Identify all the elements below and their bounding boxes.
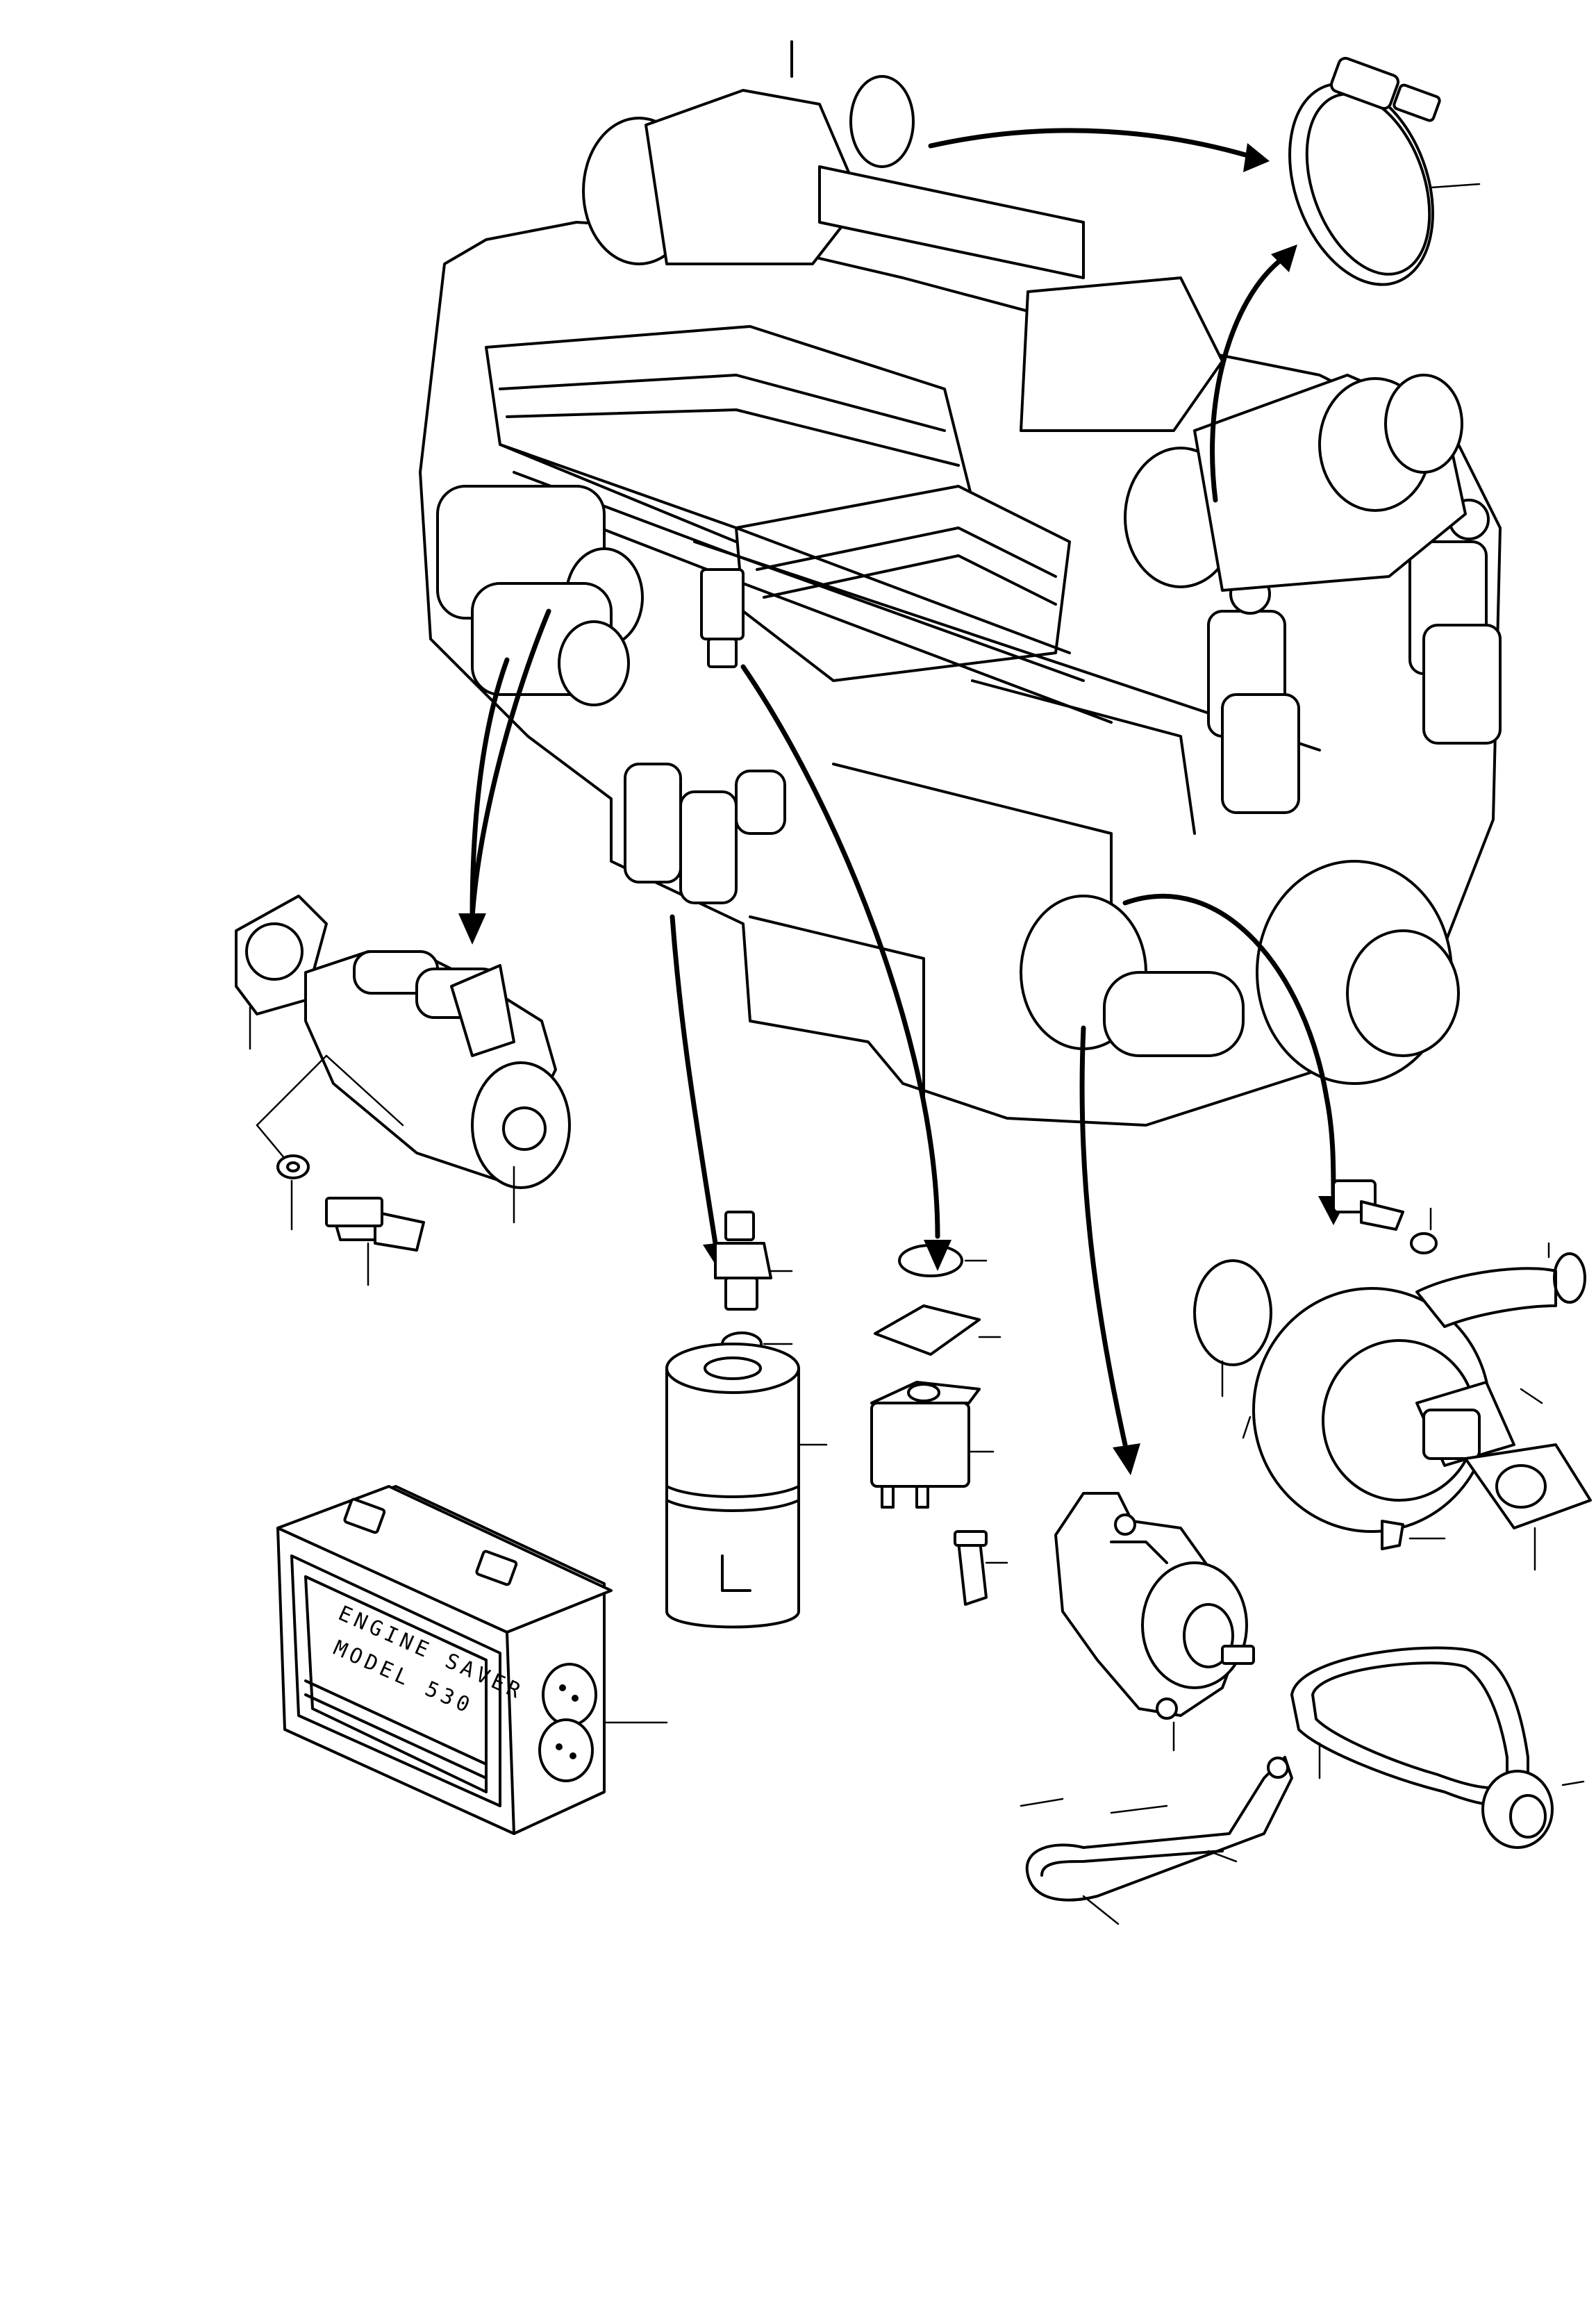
arrow-to-sender — [670, 914, 731, 1271]
engine-filter-stubs — [624, 763, 786, 904]
water-pump — [1193, 1179, 1592, 1571]
v-belt — [1290, 1646, 1529, 1807]
oil-filter — [665, 1343, 828, 1629]
fuel-solenoid — [870, 1244, 1008, 1606]
starter-bolt — [325, 1197, 425, 1286]
arrow-to-alternator — [1079, 1025, 1140, 1475]
engine-front-pulley — [1020, 860, 1460, 1085]
engine-saver-module: ENGINE SAVER MODEL 530 — [276, 1485, 668, 1835]
adjusting-bracket — [1020, 1756, 1293, 1925]
tensioner-pulley — [1481, 1770, 1585, 1849]
oil-pressure-sender — [714, 1211, 793, 1356]
arrow-to-starter — [458, 608, 551, 945]
turbocharger-left — [582, 40, 1085, 279]
starter-washer — [276, 1154, 310, 1231]
arrow-to-clamp — [928, 128, 1297, 503]
engine-sensor-block — [700, 568, 745, 668]
starter-motor — [235, 895, 571, 1224]
hose-clamp — [1288, 56, 1481, 286]
alternator — [1054, 1492, 1255, 1752]
turbocharger-right — [1020, 276, 1467, 592]
